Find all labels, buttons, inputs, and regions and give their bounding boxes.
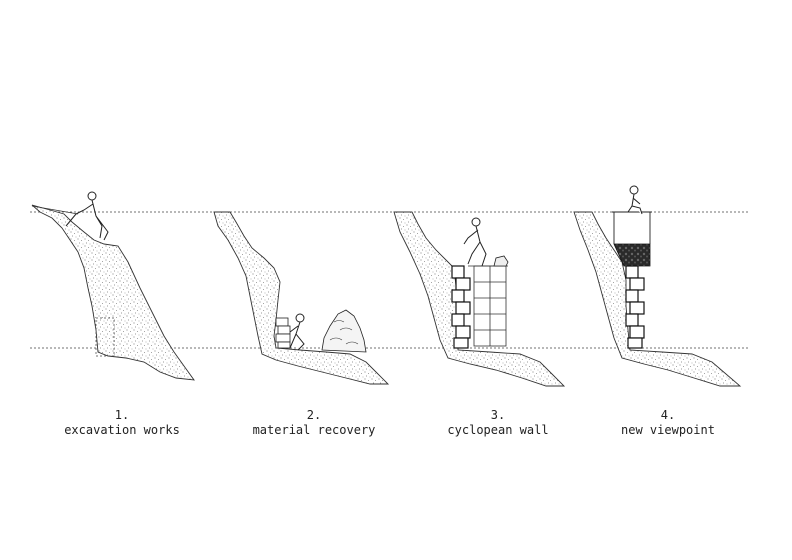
step-caption-3: 3. cyclopean wall: [408, 408, 588, 438]
cliff-profile-3: [393, 211, 566, 387]
cliff-profile-1: [31, 204, 195, 381]
visitor-figure: [627, 185, 643, 215]
worker-figure-3: [463, 217, 487, 267]
step-caption-2: 2. material recovery: [224, 408, 404, 438]
excavation-outline: [95, 317, 115, 357]
step-number: 3.: [490, 408, 506, 422]
cliff-profile-2: [213, 211, 390, 385]
step-label: material recovery: [252, 423, 376, 437]
stone-heap-right: [321, 309, 367, 353]
step-caption-4: 4. new viewpoint: [578, 408, 758, 438]
step-label: cyclopean wall: [447, 423, 549, 437]
tool-rope: [31, 205, 79, 215]
viewpoint-railing: [612, 211, 652, 244]
step-number: 4.: [660, 408, 676, 422]
panel-material-recovery: [213, 211, 390, 385]
cyclopean-wall-stones: [451, 265, 471, 349]
panel-cyclopean-wall: [393, 211, 566, 387]
stone-heap-texture: [329, 320, 359, 345]
step-caption-1: 1. excavation works: [32, 408, 212, 438]
step-label: excavation works: [64, 423, 180, 437]
worker-figure-2: [289, 313, 305, 351]
cliff-profile-4: [573, 211, 742, 387]
rubble-backfill: [613, 243, 651, 267]
panel-new-viewpoint: [573, 185, 742, 387]
step-label: new viewpoint: [621, 423, 715, 437]
cyclopean-wall-stones-4: [625, 265, 645, 349]
step-number: 1.: [114, 408, 130, 422]
stone-pile-left: [275, 317, 291, 349]
panel-excavation-works: [31, 191, 195, 381]
step-number: 2.: [306, 408, 322, 422]
worker-figure-1: [65, 191, 109, 241]
formwork-frame: [468, 265, 508, 347]
stone-block-on-frame: [493, 255, 509, 267]
